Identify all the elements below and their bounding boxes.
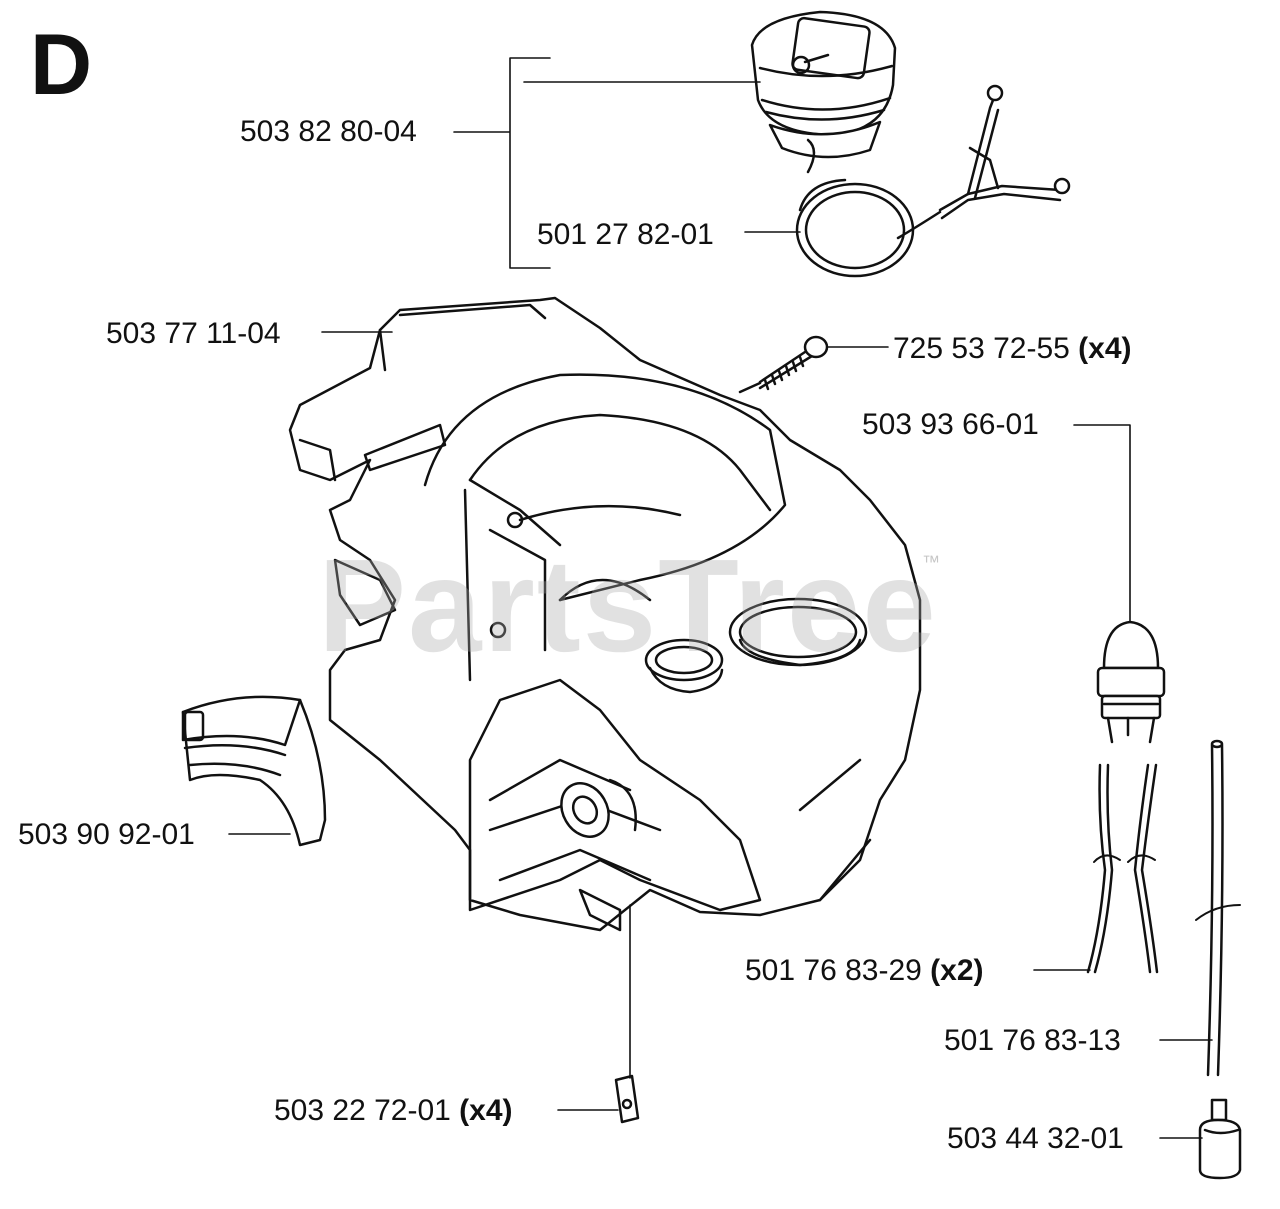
part-number: 503 90 92-01 bbox=[18, 818, 195, 851]
section-letter: D bbox=[30, 17, 93, 113]
part-label-fuel-filter[interactable]: 503 44 32-01 bbox=[947, 1124, 1124, 1154]
part-label-fuel-hose[interactable]: 501 76 83-13 bbox=[944, 1026, 1121, 1056]
part-number: 725 53 72-55 bbox=[893, 332, 1070, 365]
part-label-clip[interactable]: 503 22 72-01 (x4) bbox=[274, 1096, 513, 1126]
part-label-primer-bulb[interactable]: 503 93 66-01 bbox=[862, 410, 1039, 440]
fuel-hose-pair-drawing bbox=[1086, 763, 1159, 974]
part-number: 501 76 83-13 bbox=[944, 1024, 1121, 1057]
part-label-tank-housing[interactable]: 503 77 11-04 bbox=[106, 319, 281, 349]
part-number: 503 82 80-04 bbox=[240, 115, 417, 148]
part-number: 503 22 72-01 bbox=[274, 1094, 451, 1127]
o-ring-drawing bbox=[795, 178, 942, 278]
part-label-screw[interactable]: 725 53 72-55 (x4) bbox=[893, 334, 1132, 364]
tank-housing-drawing bbox=[288, 296, 922, 932]
leader-lines bbox=[228, 57, 1213, 1139]
fuel-filter-drawing bbox=[1198, 1098, 1242, 1180]
clip-drawing bbox=[614, 1074, 640, 1124]
part-number: 503 44 32-01 bbox=[947, 1122, 1124, 1155]
part-label-fuel-hose-pair[interactable]: 501 76 83-29 (x2) bbox=[745, 956, 984, 986]
part-quantity: (x4) bbox=[1078, 332, 1132, 365]
part-label-fuel-cap[interactable]: 503 82 80-04 bbox=[240, 117, 417, 147]
fuel-cap-drawing bbox=[750, 10, 1071, 220]
fuel-hose-drawing bbox=[1195, 739, 1241, 1077]
watermark: PartsTree bbox=[318, 532, 938, 679]
screw-drawing bbox=[738, 335, 829, 394]
part-number: 503 77 11-04 bbox=[106, 317, 281, 350]
part-number: 501 27 82-01 bbox=[537, 218, 714, 251]
primer-bulb-drawing bbox=[1096, 620, 1166, 744]
spacer-drawing bbox=[181, 695, 327, 847]
part-quantity: (x2) bbox=[930, 954, 984, 987]
part-label-spacer[interactable]: 503 90 92-01 bbox=[18, 820, 195, 850]
part-number: 503 93 66-01 bbox=[862, 408, 1039, 441]
part-quantity: (x4) bbox=[459, 1094, 513, 1127]
watermark-trademark: ™ bbox=[922, 552, 940, 572]
part-number: 501 76 83-29 bbox=[745, 954, 922, 987]
part-label-o-ring[interactable]: 501 27 82-01 bbox=[537, 220, 714, 250]
